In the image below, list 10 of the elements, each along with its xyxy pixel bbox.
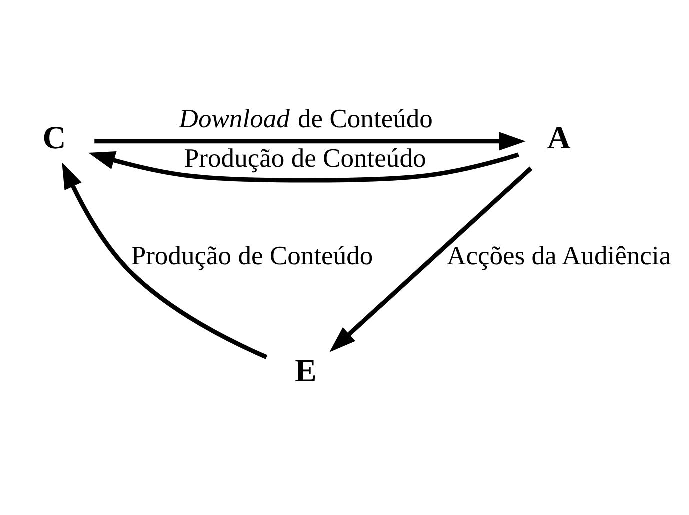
arrow [62, 162, 268, 359]
node-text: C [42, 120, 66, 156]
node-text: E [295, 352, 317, 389]
arrow [94, 132, 526, 150]
arrow [88, 151, 520, 182]
edge-label: Produção de Conteúdo [184, 142, 426, 173]
edge-label: Produção de Conteúdo [131, 240, 374, 270]
node-text: A [547, 120, 571, 156]
arrow [330, 166, 533, 352]
edge-label: Acções da Audiência [447, 240, 672, 270]
